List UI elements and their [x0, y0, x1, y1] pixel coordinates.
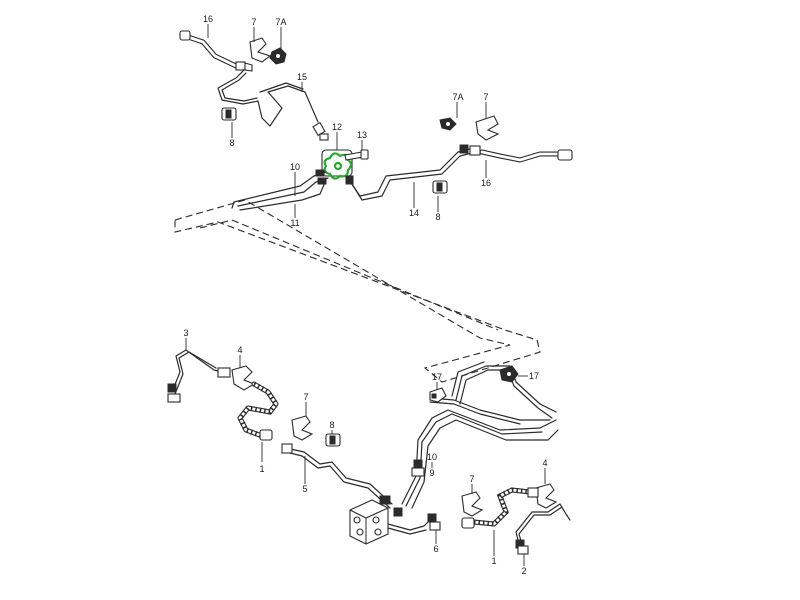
callout-16-right: 16: [481, 178, 491, 188]
grommet-8-low: [325, 433, 341, 447]
callout-8-top: 8: [229, 138, 234, 148]
brake-line-2: [515, 503, 571, 555]
clip-7-lowerright: [461, 491, 484, 517]
callout-7A-right: 7A: [452, 92, 463, 102]
callout-4-left: 4: [237, 345, 242, 355]
callout-16-top: 16: [203, 14, 213, 24]
callout-5: 5: [302, 484, 307, 494]
callout-8-mid: 8: [435, 212, 440, 222]
callout-17-b: 17: [529, 371, 539, 381]
callout-14: 14: [409, 208, 419, 218]
clip-7A-right: [439, 117, 457, 131]
callout-11: 11: [290, 218, 299, 228]
callout-8-low: 8: [329, 420, 334, 430]
clip-7-top: [249, 37, 272, 63]
brake-hose-1-right: [461, 487, 539, 529]
callout-labels: 16 7 7A 15 8 7A 7 12 13 10 11 14 8 16 3 …: [183, 14, 547, 576]
clip-7A-top: [269, 47, 287, 65]
callout-7-lowerleft: 7: [303, 392, 308, 402]
callout-4-right: 4: [542, 458, 547, 468]
brake-line-3: [167, 349, 231, 403]
callout-7-right: 7: [483, 92, 488, 102]
callout-2: 2: [521, 566, 526, 576]
brake-lines-10-lower: [401, 409, 559, 509]
grommet-8-mid: [432, 180, 448, 194]
callout-3: 3: [183, 328, 188, 338]
leader-lines: [185, 24, 546, 566]
callout-7-top: 7: [251, 17, 256, 27]
valve-block-9: [349, 495, 403, 545]
callout-15: 15: [297, 72, 307, 82]
callout-7-lowerright: 7: [469, 474, 474, 484]
callout-1-right: 1: [491, 556, 496, 566]
vehicle-outline-dashed: [174, 199, 541, 383]
callout-10-lower: 10: [427, 452, 437, 462]
clip-17-a: [429, 387, 447, 403]
clip-17-b: [499, 365, 519, 383]
brake-line-14: [345, 144, 477, 201]
brake-line-6: [387, 513, 441, 535]
clip-4-left: [231, 365, 256, 391]
clip-7-lowerleft: [291, 415, 314, 441]
brake-hose-1-left: [237, 381, 280, 441]
callout-6: 6: [433, 544, 438, 554]
callout-17-a: 17: [432, 372, 442, 382]
clip-4-right: [535, 483, 558, 509]
upper-brake-hose-16: [179, 30, 253, 72]
upper-brake-line-15: [217, 69, 329, 141]
upper-right-hose-16: [469, 145, 573, 163]
callout-7A-top: 7A: [275, 17, 286, 27]
clip-7-right: [475, 115, 500, 141]
bolt-13: [344, 149, 369, 161]
brake-line-5: [281, 443, 393, 509]
brake-lines-10-11: [231, 169, 329, 211]
callout-9: 9: [429, 468, 434, 478]
grommet-8-top: [221, 107, 237, 121]
callout-13: 13: [357, 130, 367, 140]
callout-1-left: 1: [259, 464, 264, 474]
callout-12: 12: [332, 122, 342, 132]
callout-10-top: 10: [290, 162, 300, 172]
